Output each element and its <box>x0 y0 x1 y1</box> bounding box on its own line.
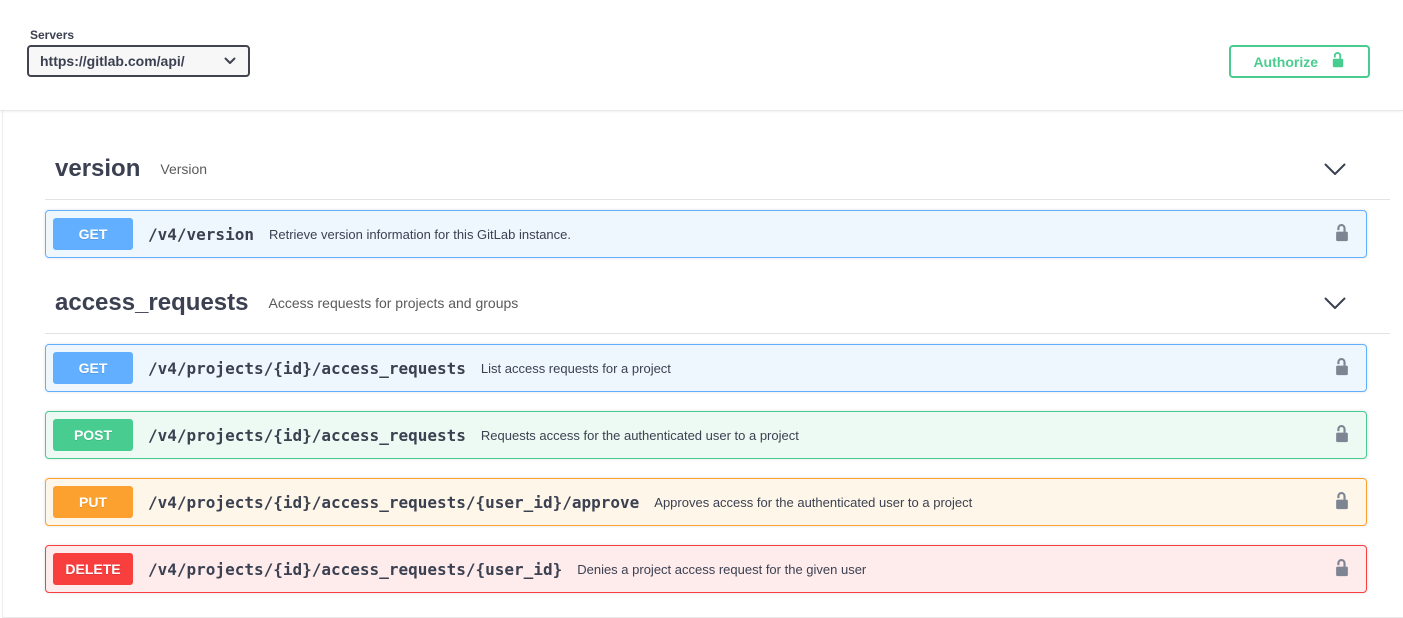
unlock-icon <box>1333 357 1351 380</box>
section-description: Access requests for projects and groups <box>268 295 519 311</box>
operation-row[interactable]: PUT /v4/projects/{id}/access_requests/{u… <box>45 478 1367 526</box>
operation-summary: Denies a project access request for the … <box>577 561 867 577</box>
operation-row[interactable]: DELETE /v4/projects/{id}/access_requests… <box>45 545 1367 593</box>
method-badge: GET <box>53 352 133 384</box>
servers-block: Servers https://gitlab.com/api/ <box>27 28 250 77</box>
auth-lock-button[interactable] <box>1333 223 1351 246</box>
operation-summary: Retrieve version information for this Gi… <box>268 226 571 242</box>
operation-row[interactable]: POST /v4/projects/{id}/access_requests R… <box>45 411 1367 459</box>
authorize-button[interactable]: Authorize <box>1229 45 1370 78</box>
section-description: Version <box>160 161 208 177</box>
operation-path: /v4/projects/{id}/access_requests/{user_… <box>148 492 640 512</box>
server-select[interactable]: https://gitlab.com/api/ <box>27 45 250 77</box>
auth-lock-button[interactable] <box>1333 357 1351 380</box>
section-title: access_requests <box>55 289 249 316</box>
chevron-down-icon[interactable] <box>1324 297 1346 310</box>
section-header[interactable]: access_requests Access requests for proj… <box>45 277 1390 334</box>
operation-summary: Approves access for the authenticated us… <box>654 494 973 510</box>
operation-path: /v4/projects/{id}/access_requests/{user_… <box>148 559 563 579</box>
authorize-label: Authorize <box>1253 53 1318 70</box>
operation-row[interactable]: GET /v4/version Retrieve version informa… <box>45 210 1367 258</box>
chevron-down-icon[interactable] <box>1324 163 1346 176</box>
method-badge: DELETE <box>53 553 133 585</box>
operation-summary: List access requests for a project <box>480 360 671 376</box>
operation-row[interactable]: GET /v4/projects/{id}/access_requests Li… <box>45 344 1367 392</box>
operation-summary: Requests access for the authenticated us… <box>480 427 799 443</box>
method-badge: PUT <box>53 486 133 518</box>
operation-path: /v4/version <box>148 224 254 244</box>
api-section: version Version GET /v4/version Retrieve… <box>45 143 1390 258</box>
unlock-icon <box>1333 558 1351 581</box>
auth-lock-button[interactable] <box>1333 424 1351 447</box>
unlock-icon <box>1333 223 1351 246</box>
scheme-container: Servers https://gitlab.com/api/ Authoriz… <box>0 0 1403 111</box>
server-select-value: https://gitlab.com/api/ <box>40 53 185 69</box>
unlock-icon <box>1333 424 1351 447</box>
chevron-down-icon <box>224 57 236 65</box>
unlock-icon <box>1333 491 1351 514</box>
section-title: version <box>55 155 141 182</box>
operation-path: /v4/projects/{id}/access_requests <box>148 425 466 445</box>
method-badge: POST <box>53 419 133 451</box>
auth-lock-button[interactable] <box>1333 558 1351 581</box>
auth-lock-button[interactable] <box>1333 491 1351 514</box>
method-badge: GET <box>53 218 133 250</box>
unlock-icon <box>1330 51 1346 72</box>
page-left-edge <box>2 0 3 618</box>
api-sections: version Version GET /v4/version Retrieve… <box>0 143 1403 593</box>
servers-label: Servers <box>30 28 75 42</box>
operations-list: GET /v4/version Retrieve version informa… <box>45 200 1367 258</box>
api-section: access_requests Access requests for proj… <box>45 277 1390 593</box>
section-header[interactable]: version Version <box>45 143 1390 200</box>
operation-path: /v4/projects/{id}/access_requests <box>148 358 466 378</box>
operations-list: GET /v4/projects/{id}/access_requests Li… <box>45 334 1367 593</box>
